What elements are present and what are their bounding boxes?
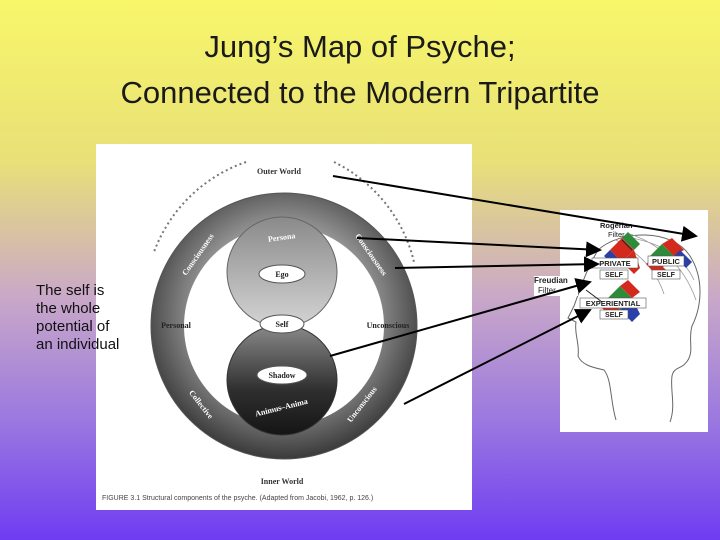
tripartite-diagram-svg: Rogerian Filter Freudian Filter PRIVATE … [560, 221, 701, 423]
jung-psyche-diagram: Outer World Persona Ego Self Shadow Anim… [96, 144, 472, 510]
rogerian-filter-line2: Filter [608, 230, 625, 239]
figure-caption: FIGURE 3.1 Structural components of the … [102, 495, 373, 502]
arrow-shadow [403, 309, 592, 405]
outer-boundary-arc-left [153, 161, 247, 253]
shadow-label: Shadow [268, 371, 295, 380]
outer-world-label: Outer World [257, 167, 301, 176]
outer-boundary-arc-right [333, 161, 415, 263]
persona-label: Persona [267, 231, 296, 244]
public-self-label: SELF [657, 272, 676, 279]
ego-label: Ego [275, 270, 288, 279]
self-label: Self [276, 320, 289, 329]
head-outline [597, 234, 701, 423]
arrow-outer-world [332, 175, 698, 242]
tripartite-head-diagram: Rogerian Filter Freudian Filter PRIVATE … [560, 210, 708, 432]
inner-world-label: Inner World [261, 477, 304, 486]
self-potential-note: The self is the whole potential of an in… [36, 282, 120, 353]
private-self-label: SELF [605, 272, 624, 279]
self-oval [259, 314, 305, 334]
title-line-1: Jung’s Map of Psyche; [204, 29, 516, 64]
experiential-self-label: SELF [605, 312, 624, 319]
rogerian-filter-arrow [621, 239, 633, 251]
arrow-unconscious [394, 256, 600, 273]
unconscious-right-label: Unconscious [367, 321, 410, 330]
rogerian-filter-line1: Rogerian [600, 221, 633, 230]
private-label: PRIVATE [599, 259, 630, 268]
freudian-filter-label-line2: Filter [538, 286, 556, 295]
shadow-oval [256, 365, 308, 385]
experiential-label: EXPERIENTIAL [586, 299, 641, 308]
personal-label: Personal [161, 321, 192, 330]
freudian-filter-label: Freudian Filter [534, 276, 578, 296]
jung-diagram-svg: Outer World Persona Ego Self Shadow Anim… [102, 161, 418, 502]
freudian-filter-label-line1: Freudian [534, 276, 568, 285]
arrow-self [329, 278, 592, 357]
slide-title: Jung’s Map of Psyche; Connected to the M… [0, 24, 720, 116]
ego-oval [258, 264, 306, 284]
arrow-consciousness [356, 237, 602, 258]
public-label: PUBLIC [652, 257, 681, 266]
title-line-2: Connected to the Modern Tripartite [120, 75, 600, 110]
